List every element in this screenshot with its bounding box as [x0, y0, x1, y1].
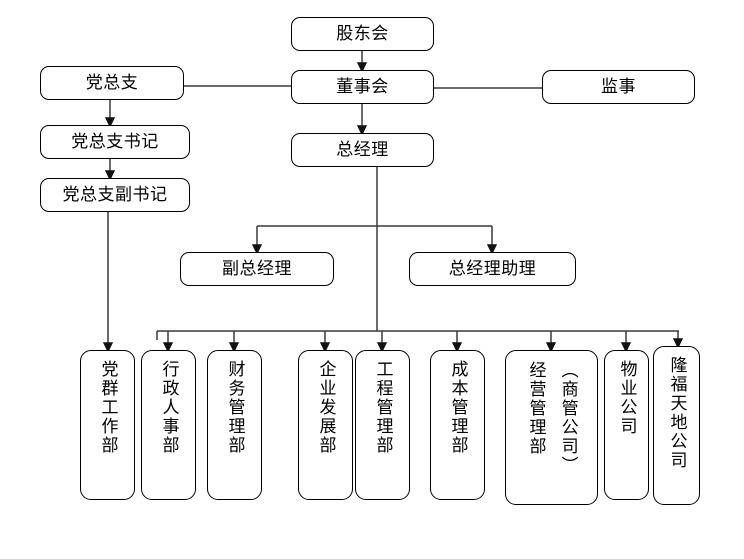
node-label: 经营管理部 — [525, 361, 546, 456]
node-label: 隆福天地公司 — [666, 356, 687, 470]
node-label: 党群工作部 — [97, 360, 118, 455]
node-label: 总经理 — [336, 139, 389, 160]
node-admin-hr-department[interactable]: 行政人事部 — [141, 350, 196, 500]
node-cost-management-department[interactable]: 成本管理部 — [430, 350, 485, 500]
node-label: 党总支副书记 — [62, 184, 168, 205]
node-board-of-directors[interactable]: 董事会 — [291, 70, 434, 104]
node-engineering-management-department[interactable]: 工程管理部 — [355, 350, 410, 500]
node-party-secretary[interactable]: 党总支书记 — [40, 125, 190, 159]
node-label: 财务管理部 — [224, 360, 245, 455]
node-party-affairs-department[interactable]: 党群工作部 — [80, 350, 135, 500]
node-label: 工程管理部 — [372, 360, 393, 455]
node-party-deputy-secretary[interactable]: 党总支副书记 — [40, 178, 190, 212]
node-label: 党总支 — [85, 72, 139, 93]
node-business-operations-department[interactable]: （商管公司） 经营管理部 — [505, 350, 598, 505]
node-label: 党总支书记 — [71, 131, 159, 152]
node-label: 总经理助理 — [448, 258, 537, 279]
node-shareholders[interactable]: 股东会 — [291, 17, 434, 51]
node-general-manager[interactable]: 总经理 — [291, 133, 434, 167]
node-label-subtitle: （商管公司） — [557, 361, 578, 475]
node-property-company[interactable]: 物业公司 — [604, 350, 649, 500]
node-general-manager-assistant[interactable]: 总经理助理 — [409, 252, 576, 286]
node-party-general-branch[interactable]: 党总支 — [40, 66, 184, 100]
node-supervisor[interactable]: 监事 — [542, 70, 695, 104]
node-longfu-tiandi-company[interactable]: 隆福天地公司 — [653, 346, 700, 505]
node-enterprise-development-department[interactable]: 企业发展部 — [298, 350, 353, 500]
node-label: 董事会 — [336, 76, 389, 97]
node-label: 监事 — [601, 76, 636, 97]
node-label: 成本管理部 — [447, 360, 468, 455]
node-label: 行政人事部 — [158, 360, 179, 455]
node-deputy-general-manager[interactable]: 副总经理 — [180, 252, 334, 286]
node-finance-department[interactable]: 财务管理部 — [207, 350, 262, 500]
node-label: 企业发展部 — [315, 360, 336, 455]
node-label: 副总经理 — [222, 258, 292, 279]
node-label: 股东会 — [336, 23, 389, 44]
node-label: 物业公司 — [616, 360, 637, 436]
